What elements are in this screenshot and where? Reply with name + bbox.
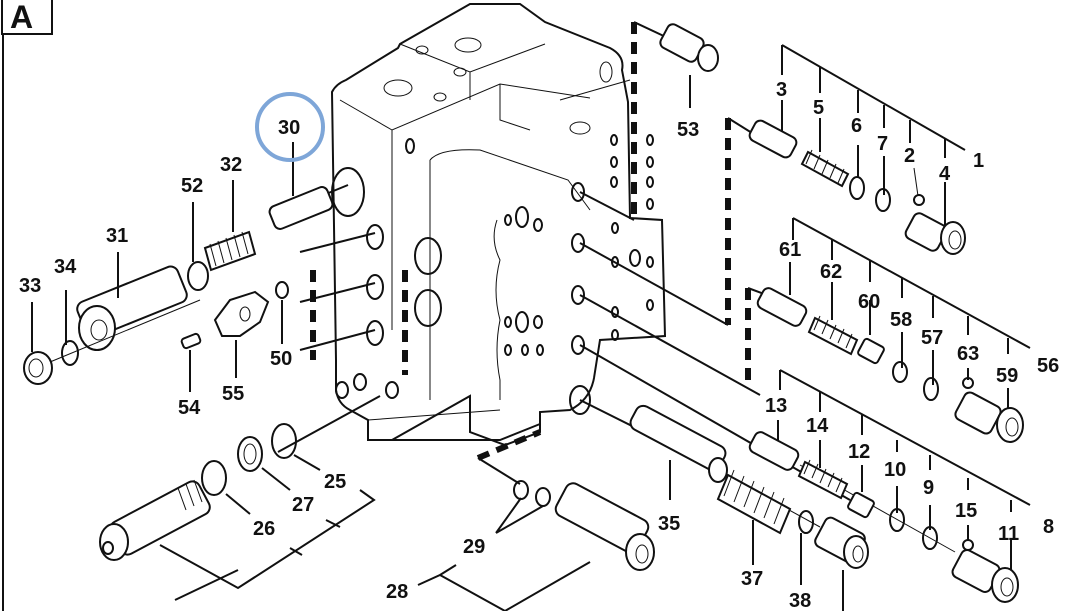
callout-33[interactable]: 33 [19,275,41,297]
callout-61[interactable]: 61 [779,239,801,261]
plug-53 [659,23,719,108]
callout-55[interactable]: 55 [222,383,244,405]
callout-10[interactable]: 10 [884,459,906,481]
callout-34[interactable]: 34 [54,256,77,278]
group-1-assembly [748,44,966,255]
group-29-assembly [417,480,655,612]
callout-32[interactable]: 32 [220,154,242,176]
callout-11[interactable]: 11 [998,523,1019,545]
callout-52[interactable]: 52 [181,175,203,197]
section-label: A [10,0,33,35]
callout-30[interactable]: 30 [278,117,300,139]
spool-35-assembly [629,404,869,611]
callout-2[interactable]: 2 [904,145,915,167]
callout-53[interactable]: 53 [677,119,699,141]
callout-59[interactable]: 59 [996,365,1018,387]
callout-54[interactable]: 54 [178,397,201,419]
section-frame: A [1,0,53,611]
group-28-assembly [99,423,376,601]
callout-1[interactable]: 1 [973,150,984,172]
callout-15[interactable]: 15 [955,500,977,522]
callout-27[interactable]: 27 [292,494,314,516]
callout-3[interactable]: 3 [776,79,787,101]
callout-62[interactable]: 62 [820,261,842,283]
callout-37[interactable]: 37 [741,568,763,590]
callout-9[interactable]: 9 [923,477,934,499]
callout-25[interactable]: 25 [324,471,346,493]
callout-12[interactable]: 12 [848,441,870,463]
group-56-assembly [756,217,1031,443]
callout-63[interactable]: 63 [957,343,979,365]
callout-58[interactable]: 58 [890,309,912,331]
valve-block [330,3,667,447]
callout-35[interactable]: 35 [658,513,680,535]
highlight-circle [255,92,325,162]
callout-7[interactable]: 7 [877,133,888,155]
callout-6[interactable]: 6 [851,115,862,137]
left-valve-assembly [23,142,334,392]
callout-4[interactable]: 4 [939,163,951,185]
callout-28[interactable]: 28 [386,581,408,603]
callout-labels: 30 32 52 31 34 33 50 55 54 25 27 26 28 2… [19,79,1059,612]
callout-60[interactable]: 60 [858,291,880,313]
callout-8[interactable]: 8 [1043,516,1054,538]
dashed-guides [310,22,751,461]
callout-13[interactable]: 13 [765,395,787,417]
callout-29[interactable]: 29 [463,536,485,558]
group-8-assembly [748,369,1031,603]
callout-56[interactable]: 56 [1037,355,1059,377]
callout-38[interactable]: 38 [789,590,811,612]
callout-31[interactable]: 31 [106,225,128,247]
callout-57[interactable]: 57 [921,327,943,349]
callout-50[interactable]: 50 [270,348,292,370]
callout-5[interactable]: 5 [813,97,824,119]
callout-26[interactable]: 26 [253,518,275,540]
callout-14[interactable]: 14 [806,415,829,437]
